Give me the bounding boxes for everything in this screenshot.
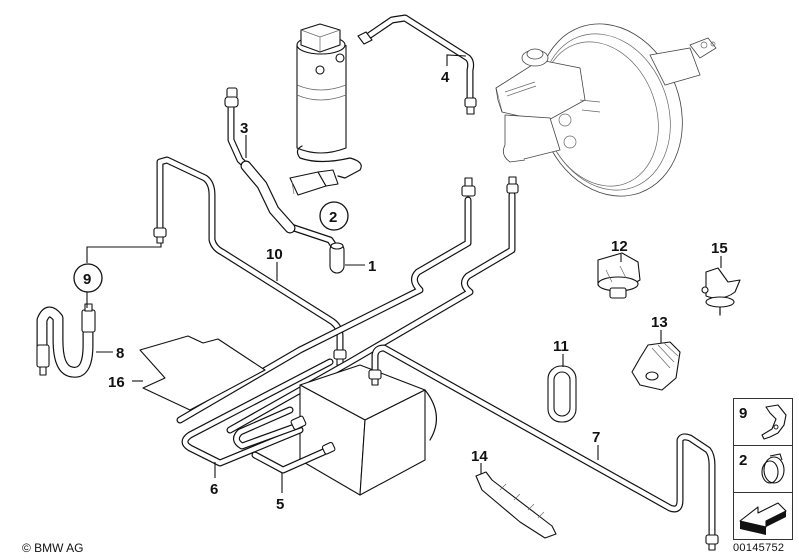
callout-2-circle xyxy=(319,201,349,231)
brake-pipe-10 xyxy=(153,156,347,366)
callout-7: 7 xyxy=(592,429,600,446)
callout-8: 8 xyxy=(116,345,124,362)
legend-item-9: 9 xyxy=(734,399,792,446)
pipe-clip-12 xyxy=(597,252,641,299)
brake-pipes-center-pair xyxy=(176,176,519,434)
leader-lines xyxy=(86,54,722,493)
brake-pipe-5 xyxy=(251,441,336,474)
pipe-clip-15 xyxy=(701,267,741,316)
callout-11: 11 xyxy=(553,338,569,355)
callout-9-circle xyxy=(73,263,103,293)
vacuum-hose-3 xyxy=(224,87,345,274)
pipe-holder-13 xyxy=(631,341,681,391)
callout-1: 1 xyxy=(368,258,376,275)
callout-4: 4 xyxy=(441,69,450,86)
hydraulic-unit xyxy=(299,364,437,496)
callout-12: 12 xyxy=(611,238,628,255)
bracket-icon xyxy=(761,404,787,440)
brake-pipe-4 xyxy=(357,14,477,115)
master-cylinder-reservoir xyxy=(495,48,601,163)
legend-label: 2 xyxy=(739,452,748,469)
callout-14: 14 xyxy=(471,448,488,465)
grommet-11 xyxy=(547,365,577,423)
direction-arrow-icon xyxy=(739,502,787,535)
callout-16: 16 xyxy=(108,374,125,391)
copyright-notice: © BMW AG xyxy=(22,541,84,555)
document-number: 00145752 xyxy=(733,542,785,554)
brake-pipe-6 xyxy=(181,358,334,467)
legend-label: 9 xyxy=(739,405,748,422)
legend-item-2: 2 xyxy=(734,446,792,493)
callout-3: 3 xyxy=(240,120,248,137)
vacuum-pump xyxy=(289,23,362,196)
callout-9: 9 xyxy=(83,271,91,288)
brake-pipe-7 xyxy=(368,344,719,551)
pipe-clip-strip-14 xyxy=(475,471,557,539)
callout-15: 15 xyxy=(711,240,728,257)
callout-13: 13 xyxy=(651,314,668,331)
legend-item-arrow xyxy=(734,493,792,539)
callout-2: 2 xyxy=(329,209,337,226)
heat-shield-pad-16 xyxy=(139,335,266,411)
legend-box: 9 2 xyxy=(733,398,793,540)
callout-labels: 1 2 3 4 5 6 7 8 9 10 11 12 13 14 15 16 xyxy=(73,69,728,513)
callout-5: 5 xyxy=(276,496,284,513)
hose-clamp-icon xyxy=(761,453,785,484)
callout-6: 6 xyxy=(210,481,218,498)
callout-10: 10 xyxy=(266,246,283,263)
brake-hose-8 xyxy=(36,303,96,378)
